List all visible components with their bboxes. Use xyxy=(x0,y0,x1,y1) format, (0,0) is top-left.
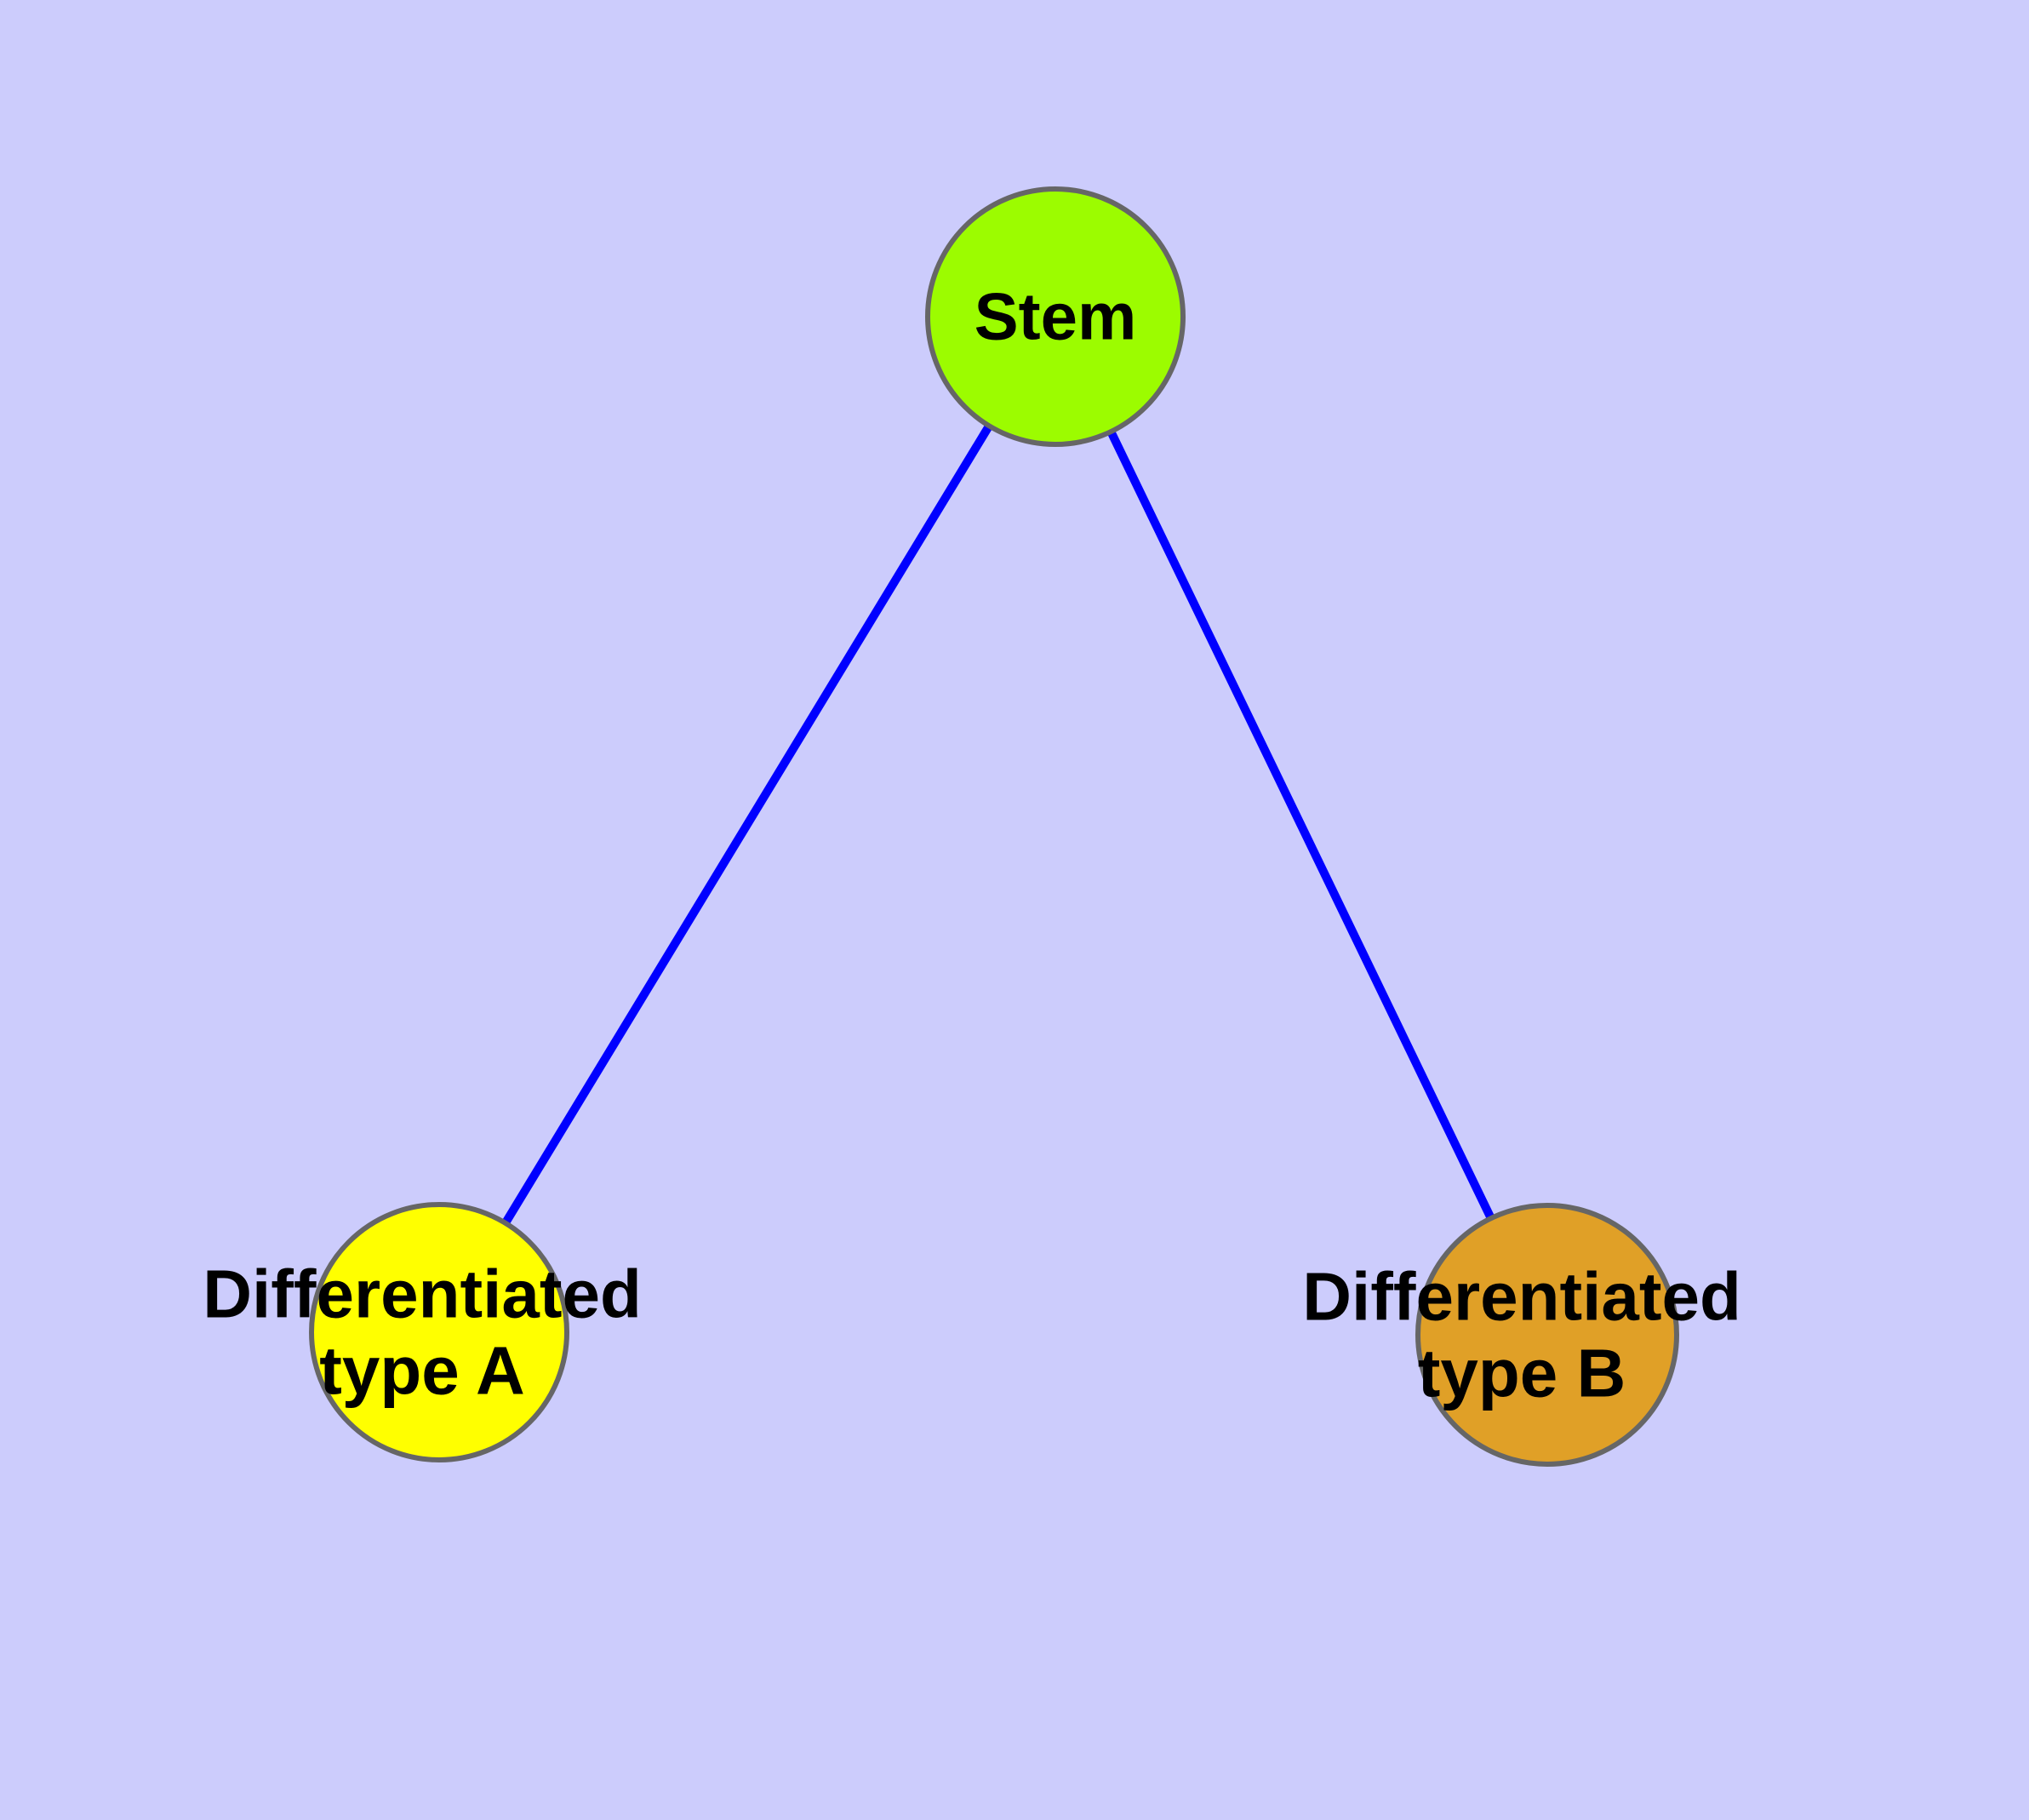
edge-stem-to-type-b[interactable] xyxy=(1051,314,1552,1337)
edge-layer xyxy=(435,314,1552,1337)
node-differentiated-type-b-circle[interactable] xyxy=(1415,1203,1679,1467)
node-differentiated-type-a-circle[interactable] xyxy=(309,1202,569,1462)
node-layer xyxy=(309,186,1679,1467)
node-stem-circle[interactable] xyxy=(925,186,1186,447)
edge-stem-to-type-a[interactable] xyxy=(435,314,1060,1335)
